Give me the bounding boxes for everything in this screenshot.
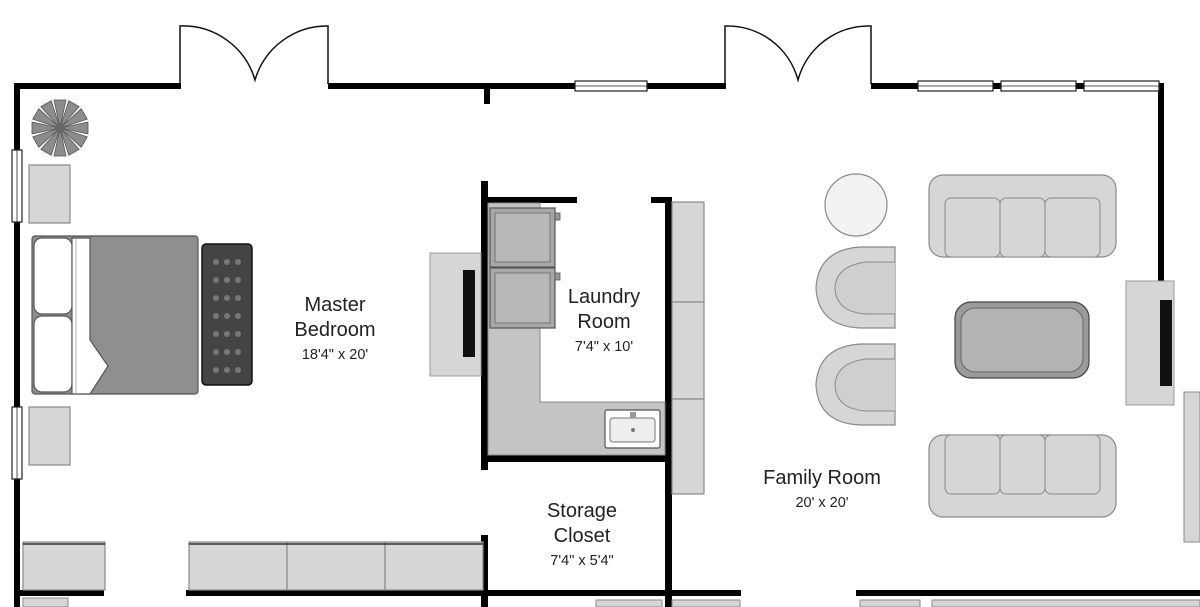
washer-icon — [489, 207, 561, 268]
bottom-strip-3 — [671, 599, 741, 607]
wall-top-stub — [484, 86, 490, 104]
wardrobe-3 — [286, 541, 386, 591]
nightstand-bottom — [28, 406, 71, 466]
room-label-family-room: Family Room 20' x 20' — [763, 466, 881, 513]
wall-laundry-right — [665, 197, 672, 607]
room-name: Room — [577, 311, 631, 333]
bottom-strip-2 — [595, 599, 663, 607]
room-name: Laundry — [567, 286, 641, 308]
cabinet-2 — [671, 301, 705, 400]
bed-icon — [31, 235, 199, 395]
nightstand-top — [28, 164, 71, 224]
cabinet-1 — [671, 201, 705, 303]
room-label-master-bedroom: Master Bedroom 18'4" x 20' — [294, 293, 375, 365]
wall-bottom-middle — [186, 590, 488, 596]
wall-bottom-closet — [488, 590, 741, 596]
wall-closet-left — [481, 535, 488, 607]
cabinet-3 — [671, 398, 705, 495]
bottom-strip-4 — [859, 599, 921, 607]
wardrobe-1 — [22, 541, 106, 591]
bench-icon — [201, 243, 253, 386]
room-name: Family Room — [763, 467, 881, 489]
room-name: Closet — [553, 525, 611, 547]
wall-laundry-top — [481, 197, 577, 203]
room-name: Bedroom — [294, 319, 376, 341]
wall-top-middle — [328, 83, 726, 89]
wardrobe-2 — [188, 541, 288, 591]
door-swing-left-double — [179, 25, 329, 84]
sofa-icon — [928, 434, 1117, 518]
wall-bottom-right — [856, 590, 1200, 596]
wall-top-left — [14, 83, 181, 89]
room-dimensions: 7'4" x 10' — [574, 339, 634, 355]
room-label-laundry-room: Laundry Room 7'4" x 10' — [568, 285, 640, 357]
bottom-strip-1 — [22, 597, 69, 607]
room-label-storage-closet: Storage Closet 7'4" x 5'4" — [547, 499, 617, 571]
room-dimensions: 20' x 20' — [795, 495, 849, 511]
armchair-icon — [815, 343, 896, 426]
room-name: Storage — [546, 500, 618, 522]
wall-bottom-left — [14, 590, 104, 596]
armchair-icon — [815, 246, 896, 329]
wall-right — [1158, 83, 1164, 383]
wall-left — [14, 83, 20, 607]
fireplace-icon — [1125, 280, 1175, 406]
room-dimensions: 18'4" x 20' — [301, 347, 369, 363]
plant-icon — [31, 99, 89, 157]
sofa-icon — [928, 174, 1117, 258]
right-edge-cabinet — [1183, 391, 1200, 543]
wardrobe-4 — [384, 541, 484, 591]
room-name: Master — [304, 294, 366, 316]
round-table-icon — [824, 173, 888, 237]
wall-laundry-left — [481, 181, 488, 470]
tv-icon — [429, 252, 482, 377]
bottom-strip-5 — [931, 599, 1200, 607]
room-dimensions: 7'4" x 5'4" — [550, 553, 614, 569]
door-swing-right-double — [724, 25, 872, 84]
wall-laundry-bottom — [481, 455, 671, 462]
sink-icon — [604, 409, 661, 449]
coffee-table-icon — [954, 301, 1090, 379]
wall-laundry-top-right — [651, 197, 671, 203]
dryer-icon — [489, 267, 561, 329]
